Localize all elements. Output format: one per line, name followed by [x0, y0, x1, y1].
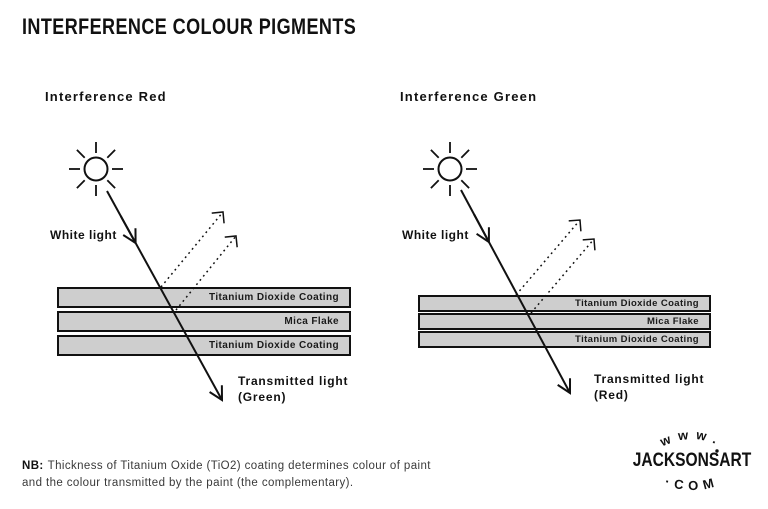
white-light-label: White light	[402, 228, 469, 242]
logo-arc-bottom-text: ·COM	[663, 474, 715, 494]
layer-mica-flake: Mica Flake	[418, 313, 711, 330]
pigment-layer-stack-red: Titanium Dioxide Coating Mica Flake Tita…	[57, 287, 351, 359]
page-title: INTERFERENCE COLOUR PIGMENTS	[22, 14, 357, 39]
layer-titanium-dioxide-top: Titanium Dioxide Coating	[57, 287, 351, 308]
svg-text:·COM: ·COM	[663, 474, 720, 494]
footnote-line2: and the colour transmitted by the paint …	[22, 476, 354, 489]
transmitted-light-line1: Transmitted light	[594, 372, 705, 386]
logo-arc-top-text: www.	[657, 427, 720, 450]
footnote-line1: NB:Thickness of Titanium Oxide (TiO2) co…	[22, 458, 431, 475]
footnote-text1: Thickness of Titanium Oxide (TiO2) coati…	[47, 460, 431, 472]
transmitted-light-line1: Transmitted light	[238, 374, 349, 388]
transmitted-light-line2: (Red)	[594, 388, 629, 402]
jacksons-art-logo: www. JACKSONSART ·COM	[612, 418, 768, 506]
footnote: NB:Thickness of Titanium Oxide (TiO2) co…	[22, 458, 431, 491]
layer-titanium-dioxide-bottom: Titanium Dioxide Coating	[418, 331, 711, 348]
diagram-heading-red: Interference Red	[45, 89, 167, 104]
layer-titanium-dioxide-top: Titanium Dioxide Coating	[418, 295, 711, 312]
diagram-heading-green: Interference Green	[400, 89, 538, 104]
transmitted-light-label-green: Transmitted light (Green)	[238, 373, 348, 405]
sun-icon	[423, 142, 477, 196]
transmitted-light-line2: (Green)	[238, 390, 287, 404]
layer-titanium-dioxide-bottom: Titanium Dioxide Coating	[57, 335, 351, 356]
apostrophe-dot	[715, 449, 719, 453]
sun-icon	[69, 142, 123, 196]
white-light-label: White light	[50, 228, 117, 242]
footnote-prefix: NB:	[22, 460, 44, 472]
pigment-layer-stack-green: Titanium Dioxide Coating Mica Flake Tita…	[418, 295, 711, 349]
svg-text:www.: www.	[657, 427, 727, 450]
layer-mica-flake: Mica Flake	[57, 311, 351, 332]
logo-mark: www. JACKSONSART ·COM	[633, 427, 752, 494]
light-ray-arrow	[460, 189, 572, 395]
transmitted-light-label-red: Transmitted light (Red)	[594, 371, 704, 403]
logo-wordmark: JACKSONSART	[633, 449, 752, 471]
